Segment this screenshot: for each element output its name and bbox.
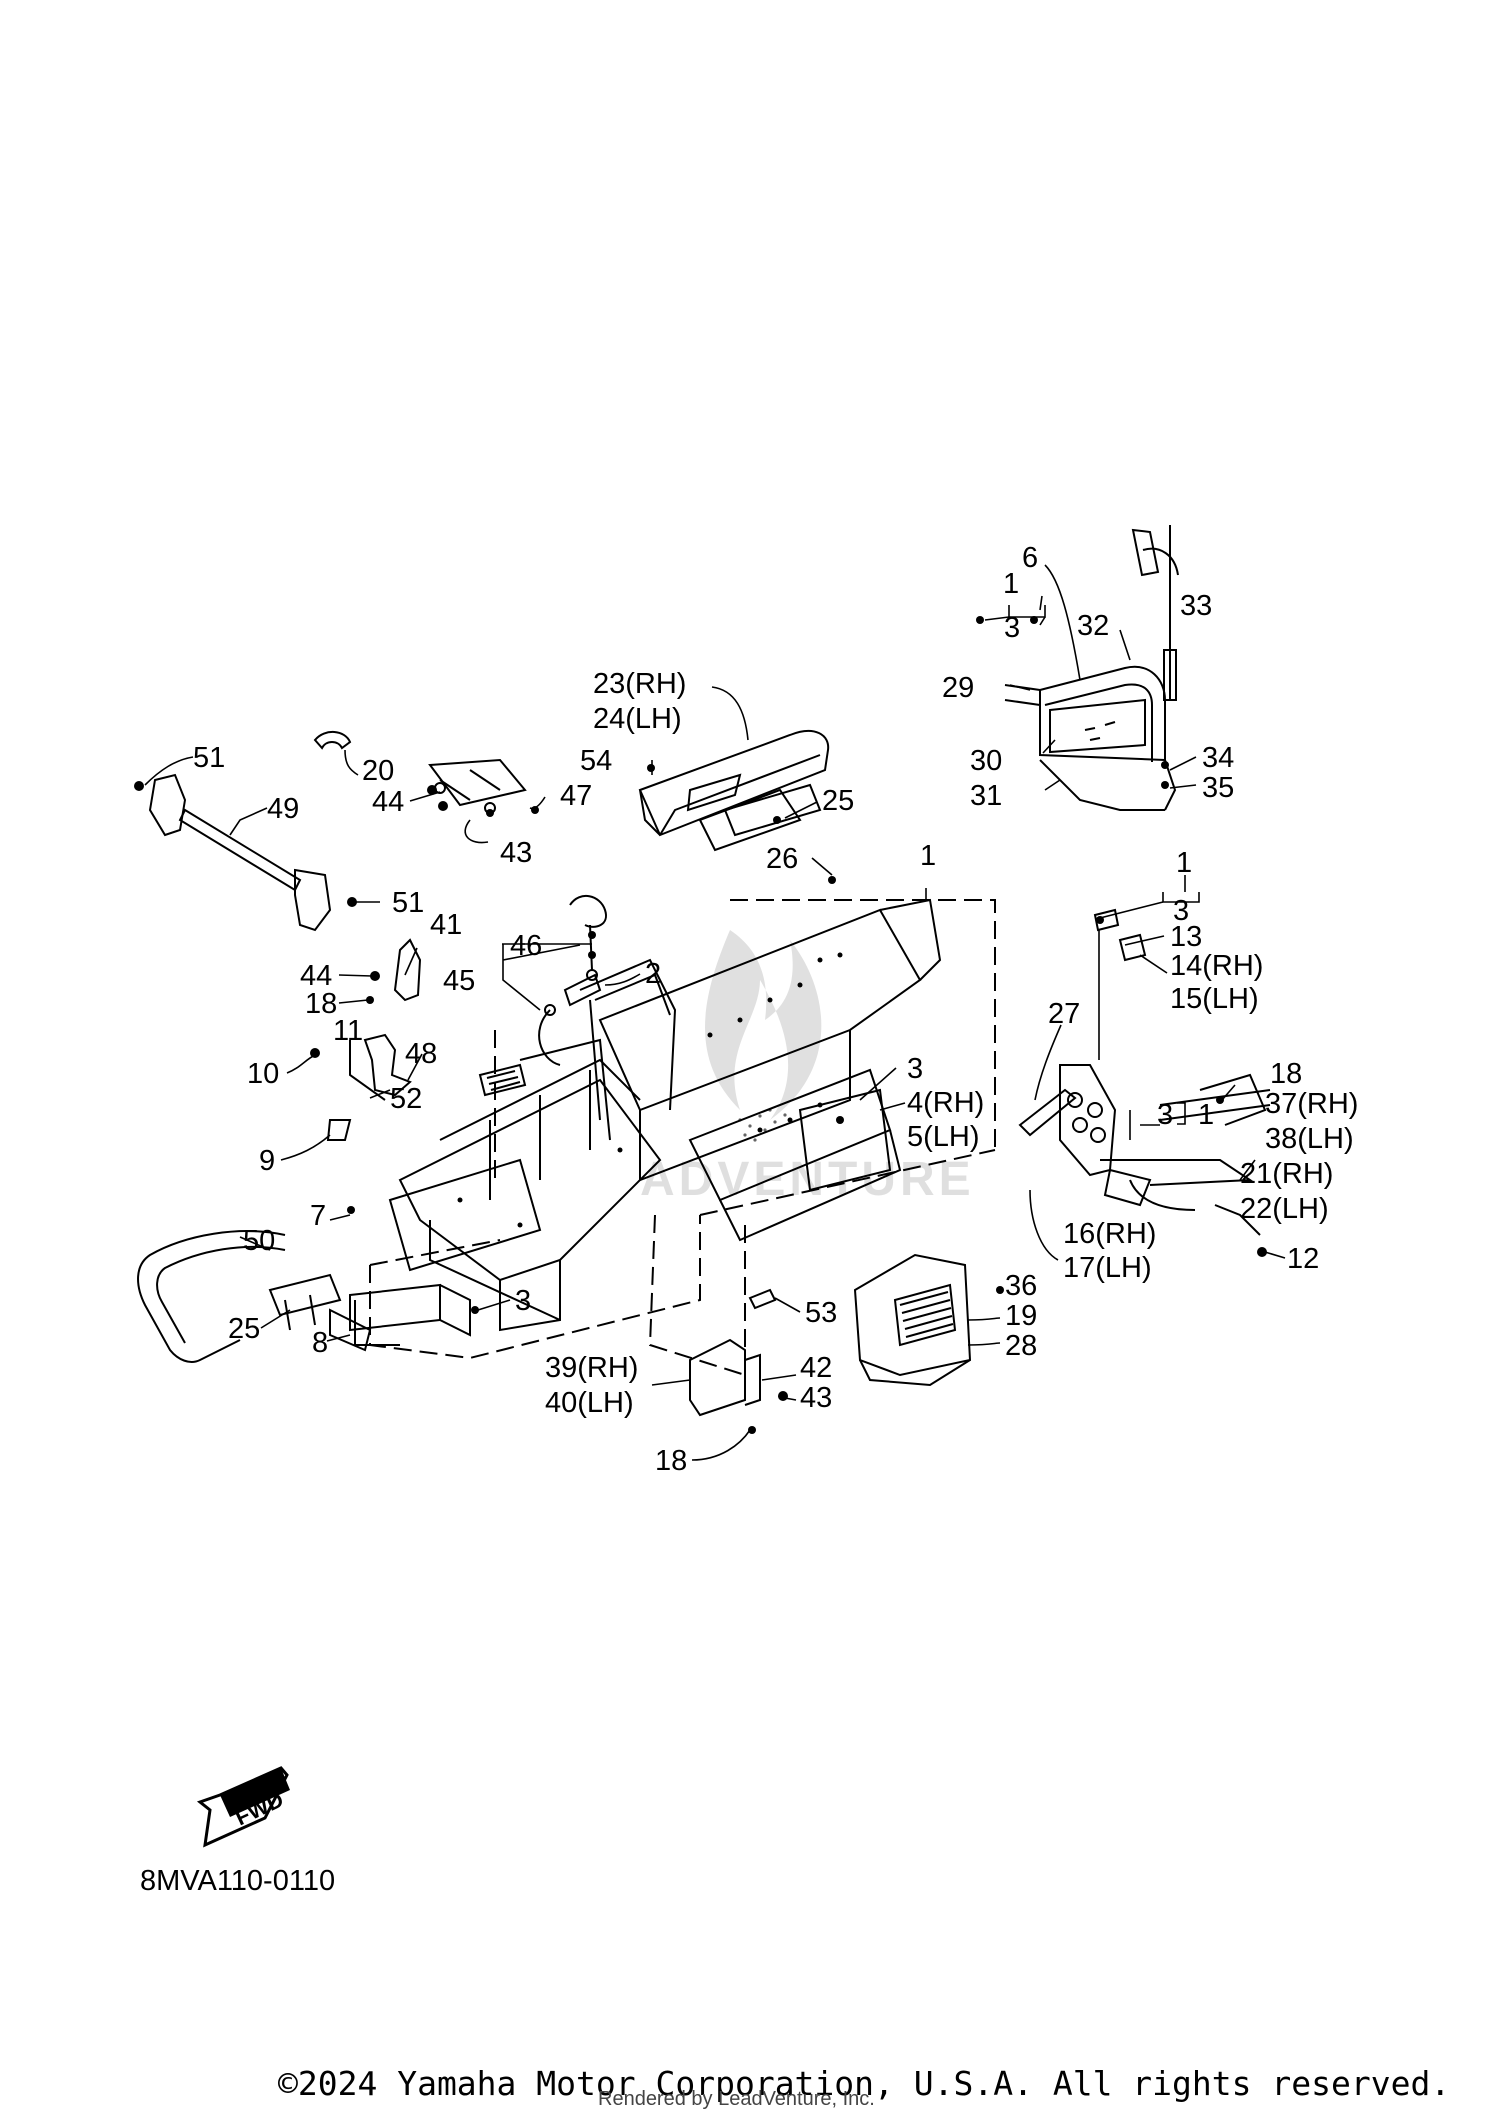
- fwd-arrow-icon: FWD: [196, 1766, 290, 1848]
- bumper-bracket: [268, 1273, 372, 1352]
- callout-28: 28: [1005, 1330, 1037, 1362]
- callout-44-a: 44: [372, 786, 404, 818]
- callout-38: 38(LH): [1265, 1123, 1354, 1155]
- shaft-49: [148, 773, 332, 932]
- clip-53: [748, 1288, 777, 1310]
- part-9-plate: [326, 1119, 352, 1141]
- callout-51-a: 51: [193, 742, 225, 774]
- callout-54: 54: [580, 745, 612, 777]
- callout-50: 50: [243, 1225, 275, 1257]
- callout-3-r2: 3: [1157, 1099, 1173, 1131]
- callout-3-right: 3: [1173, 895, 1189, 927]
- callout-45: 45: [443, 965, 475, 997]
- watermark-text: ADVENTURE: [640, 1153, 975, 1206]
- callout-1-mid: 1: [920, 840, 936, 872]
- callout-15: 15(LH): [1170, 983, 1259, 1015]
- callout-24: 24(LH): [593, 703, 682, 735]
- callout-12: 12: [1287, 1243, 1319, 1275]
- callout-1-right: 1: [1176, 847, 1192, 879]
- callout-5: 5(LH): [907, 1121, 980, 1153]
- callout-1-top: 1: [1003, 568, 1019, 600]
- callout-29: 29: [942, 672, 974, 704]
- callout-52: 52: [390, 1083, 422, 1115]
- callout-20: 20: [362, 755, 394, 787]
- watermark-logo: ADVENTURE: [640, 930, 975, 1206]
- callout-4: 4(RH): [907, 1087, 984, 1119]
- panel-25: [723, 783, 822, 837]
- main-frame: [369, 898, 996, 1376]
- rail-23: [638, 730, 830, 852]
- rendered-by: Rendered by LeadVenture, Inc.: [598, 2088, 875, 2110]
- bracket-11: [349, 1033, 412, 1101]
- callout-36: 36: [1005, 1270, 1037, 1302]
- diagram-code: 8MVA110-0110: [140, 1865, 335, 1897]
- copyright-notice: ©2024 Yamaha Motor Corporation, U.S.A. A…: [278, 2064, 1450, 2103]
- bracket-39: [689, 1338, 761, 1417]
- callout-18-b: 18: [1270, 1058, 1302, 1090]
- callout-6: 6: [1022, 542, 1038, 574]
- front-bumper: [137, 1230, 286, 1363]
- callout-27: 27: [1048, 998, 1080, 1030]
- band-20: [313, 731, 352, 750]
- callout-17: 17(LH): [1063, 1252, 1152, 1284]
- callout-21: 21(RH): [1240, 1158, 1333, 1190]
- callout-18-c: 18: [655, 1445, 687, 1477]
- bracket-41: [393, 938, 422, 1002]
- callout-33: 33: [1180, 590, 1212, 622]
- callout-8: 8: [312, 1327, 328, 1359]
- decal-48: [478, 1063, 527, 1097]
- callout-2: 2: [645, 958, 661, 990]
- callout-31: 31: [970, 780, 1002, 812]
- callout-35: 35: [1202, 772, 1234, 804]
- callout-53: 53: [805, 1297, 837, 1329]
- callout-44-b: 44: [300, 960, 332, 992]
- callout-30: 30: [970, 745, 1002, 777]
- callout-25-top: 25: [822, 785, 854, 817]
- running-board-assembly: [1059, 908, 1271, 1236]
- callout-13: 13: [1170, 921, 1202, 953]
- callout-23: 23(RH): [593, 668, 686, 700]
- callout-40: 40(LH): [545, 1387, 634, 1419]
- callout-43-b: 43: [800, 1382, 832, 1414]
- callout-49: 49: [267, 793, 299, 825]
- leader-lines: [144, 564, 1286, 1461]
- callout-3-low: 3: [515, 1285, 531, 1317]
- callout-10: 10: [247, 1058, 279, 1090]
- callout-9: 9: [259, 1145, 275, 1177]
- callout-11: 11: [333, 1015, 363, 1047]
- callout-43-a: 43: [500, 837, 532, 869]
- callout-37: 37(RH): [1265, 1088, 1358, 1120]
- callout-32: 32: [1077, 610, 1109, 642]
- rear-bumper-assembly: [1004, 525, 1179, 811]
- callout-18-a: 18: [305, 988, 337, 1020]
- callout-labels: 1 3 6 32 33 29 30 31 34 35 23(RH) 24(LH)…: [193, 542, 1358, 1477]
- callout-34: 34: [1202, 742, 1234, 774]
- callout-7: 7: [310, 1200, 326, 1232]
- bracket-47: [428, 758, 527, 814]
- callout-41: 41: [430, 909, 462, 941]
- callout-19: 19: [1005, 1300, 1037, 1332]
- callout-39: 39(RH): [545, 1352, 638, 1384]
- callout-22: 22(LH): [1240, 1193, 1329, 1225]
- side-cover-19: [853, 1253, 972, 1387]
- callout-16: 16(RH): [1063, 1218, 1156, 1250]
- callout-26: 26: [766, 843, 798, 875]
- callout-1-r2: 1: [1198, 1099, 1214, 1131]
- callout-3-top: 3: [1004, 612, 1020, 644]
- callout-14: 14(RH): [1170, 950, 1263, 982]
- callout-51-b: 51: [392, 887, 424, 919]
- callout-3-mid: 3: [907, 1053, 923, 1085]
- callout-48: 48: [405, 1038, 437, 1070]
- callout-42: 42: [800, 1352, 832, 1384]
- callout-46: 46: [510, 930, 542, 962]
- column-2: [563, 973, 602, 1007]
- plate-27: [1018, 1088, 1077, 1137]
- callout-47: 47: [560, 780, 592, 812]
- callout-25-low: 25: [228, 1313, 260, 1345]
